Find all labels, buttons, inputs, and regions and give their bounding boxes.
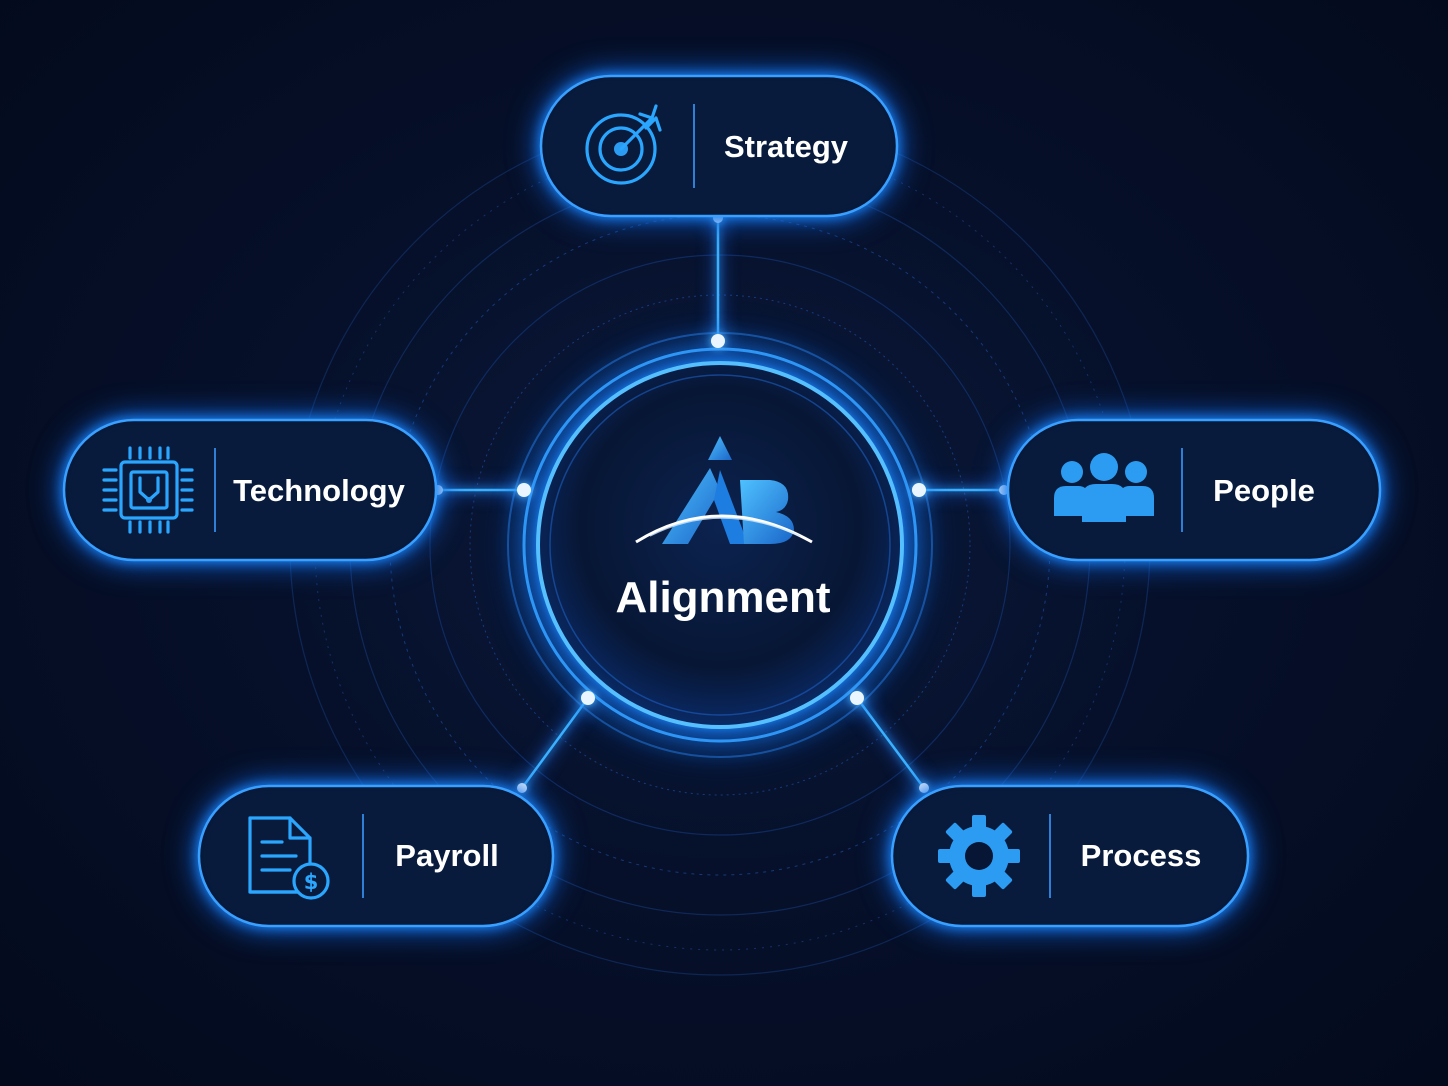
pill-people[interactable]: People [1006,418,1382,562]
document-dollar-icon: $ [248,816,330,900]
connectors [438,218,1004,789]
pill-label-technology: Technology [233,473,405,508]
connector-payroll [520,697,590,789]
pill-technology[interactable]: Technology [62,418,438,562]
connection-nodes [433,213,1009,793]
pill-label-payroll: Payroll [395,838,498,873]
connector-process [855,697,926,789]
pill-process[interactable]: Process [890,784,1250,928]
svg-text:$: $ [304,870,319,894]
company-logo [635,436,813,544]
people-group-icon [1054,453,1154,522]
pill-label-strategy: Strategy [724,129,849,164]
pill-label-people: People [1213,473,1315,508]
microchip-icon [102,446,194,534]
pill-label-process: Process [1081,838,1202,873]
gear-icon [938,815,1020,897]
center-hub: Alignment [507,332,933,758]
pill-payroll[interactable]: $ Payroll [197,784,555,928]
pill-strategy[interactable]: Strategy [539,74,899,218]
target-arrow-icon [585,104,662,185]
center-label: Alignment [615,573,830,622]
